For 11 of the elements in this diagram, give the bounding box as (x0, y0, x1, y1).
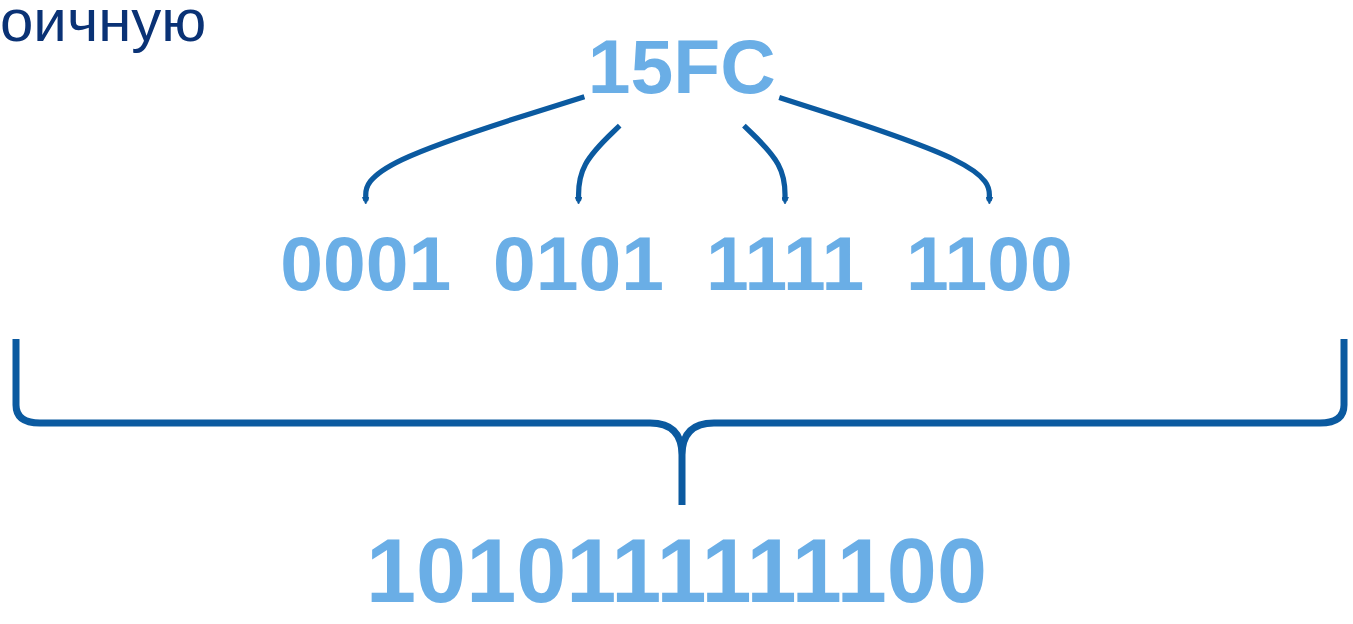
node-text: 0101 (493, 220, 665, 307)
arrow (742, 123, 789, 205)
arrow (778, 95, 994, 205)
node-text: 0001 (280, 220, 452, 307)
arrow (574, 123, 622, 205)
binary-number: 1010111111100 (366, 520, 987, 623)
node-text: 1100 (906, 220, 1073, 307)
heading-fragment: оичную (0, 0, 207, 54)
arrow (361, 94, 586, 205)
node-text: 1111 (705, 220, 865, 307)
node-text: 15FC (587, 22, 776, 110)
